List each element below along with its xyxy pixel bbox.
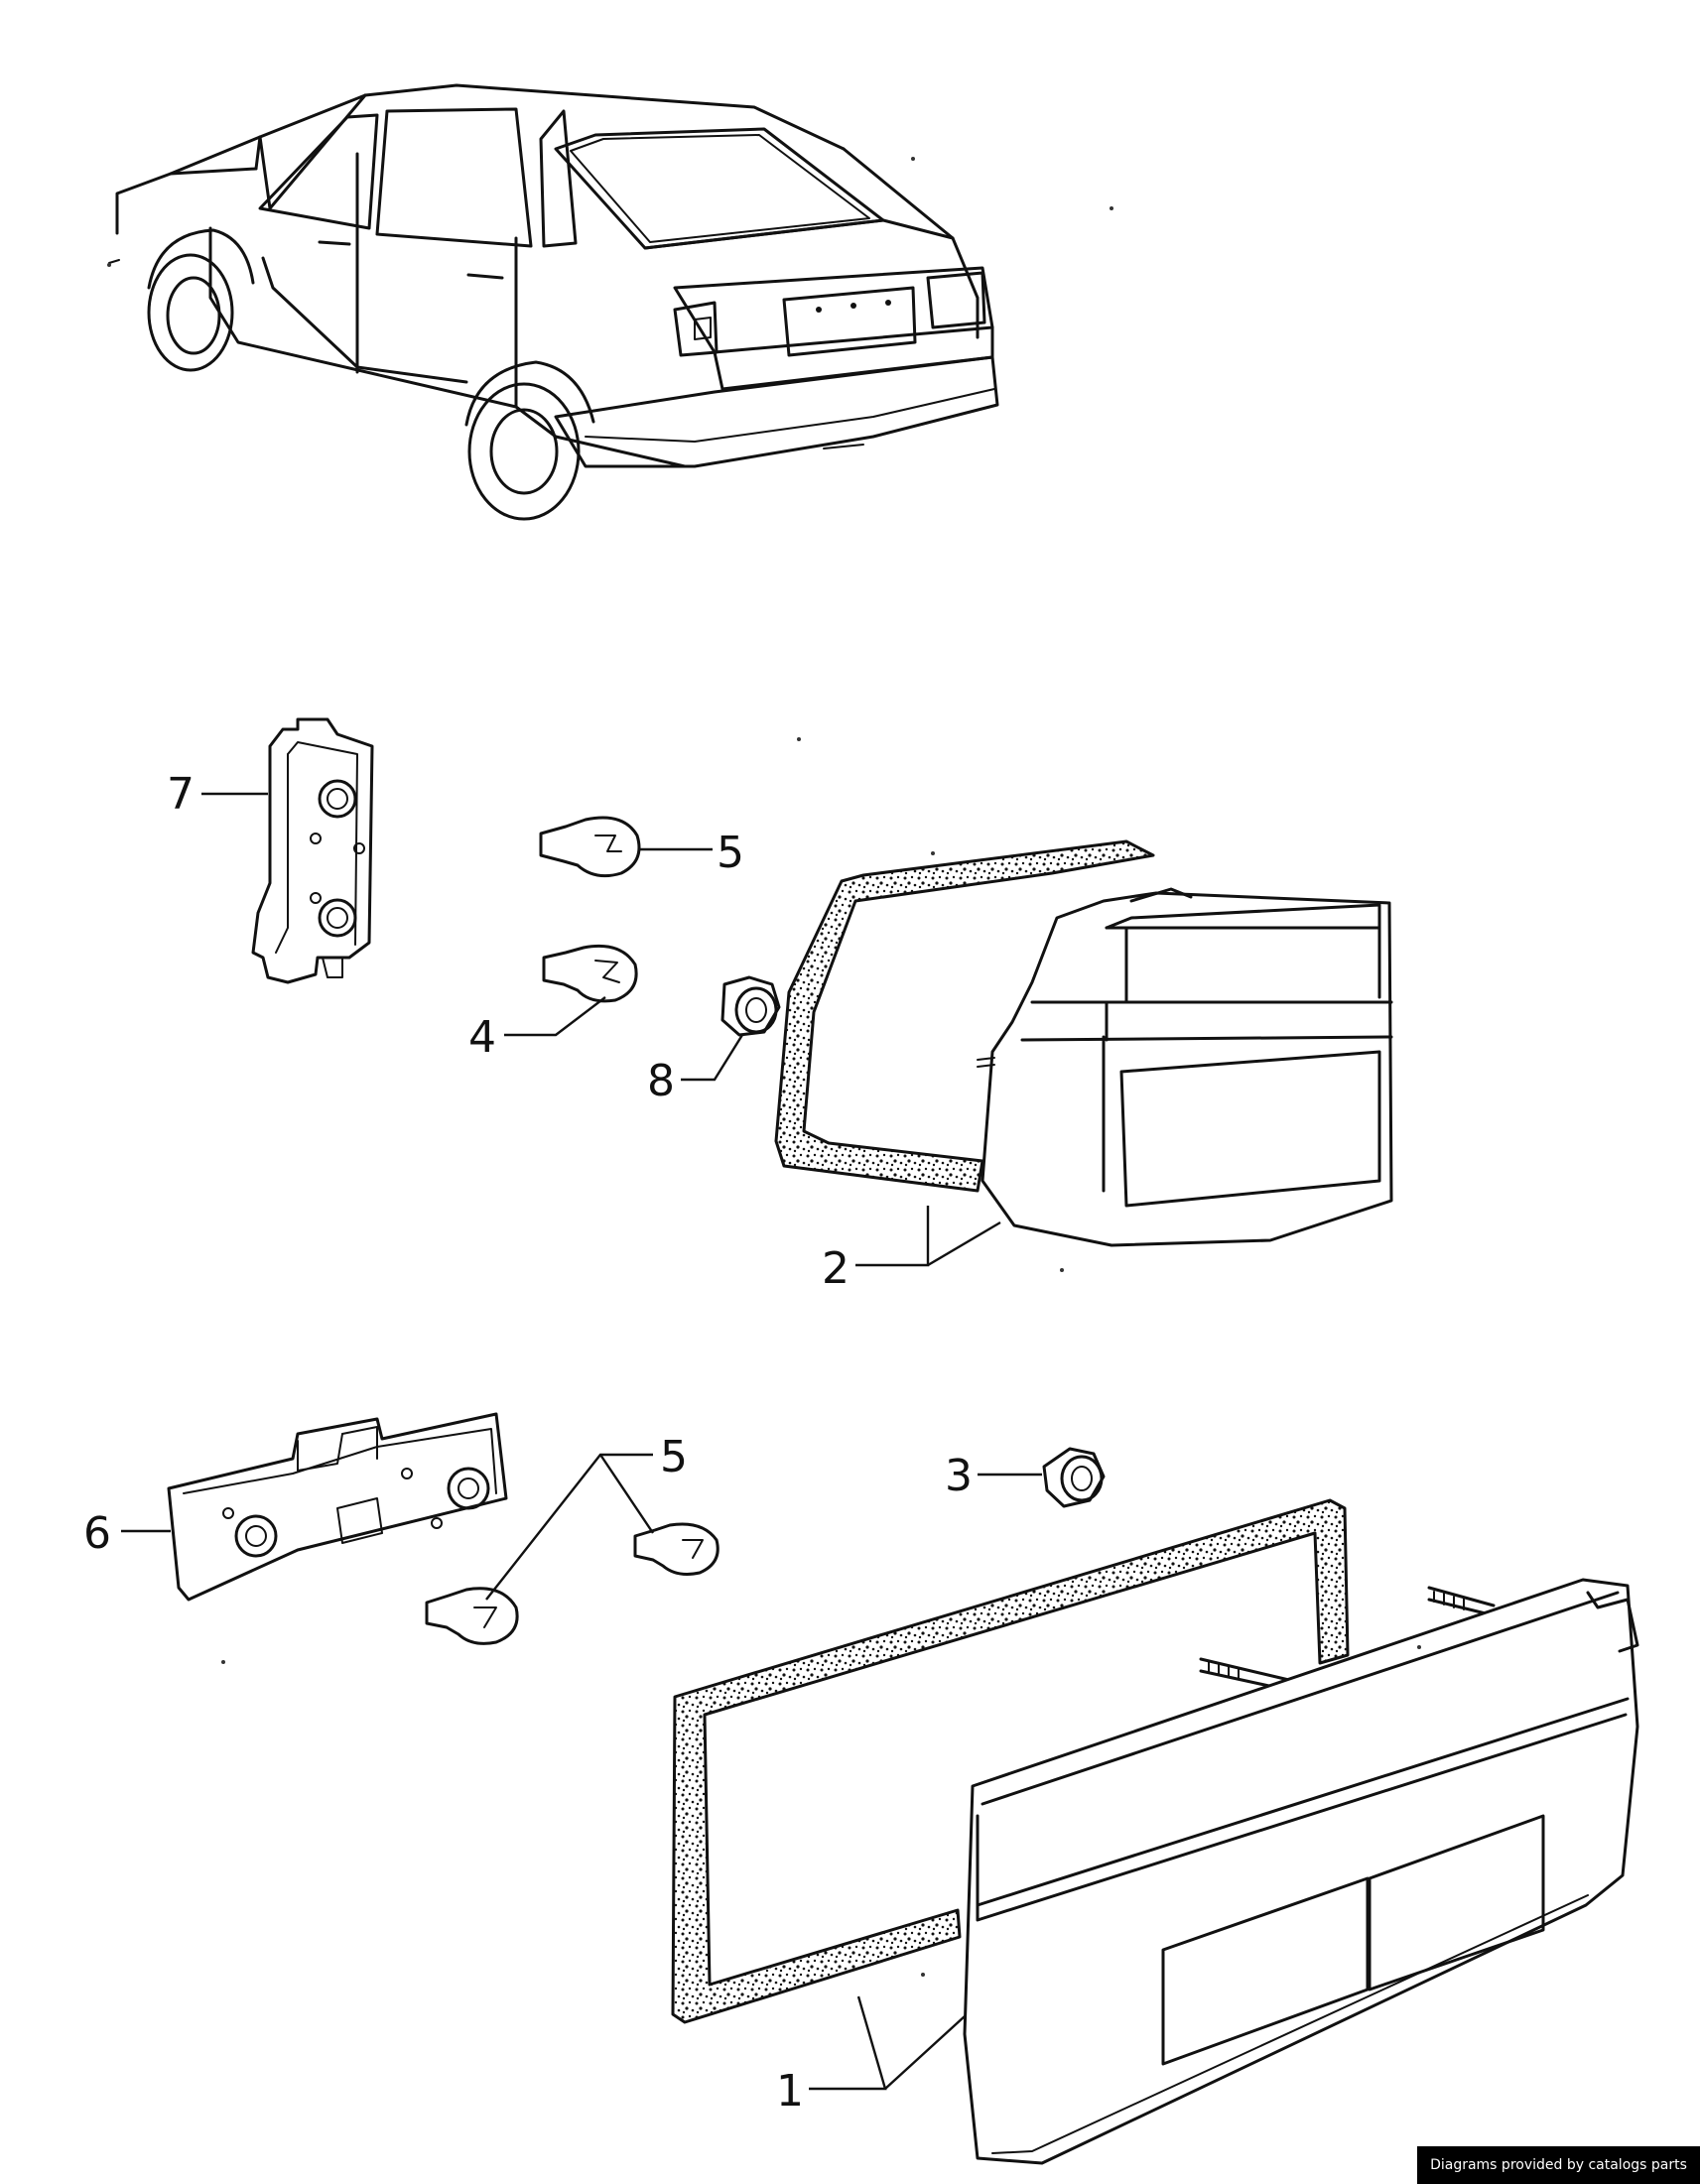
callout-6: 6 bbox=[83, 1508, 111, 1559]
callout-3: 3 bbox=[945, 1451, 973, 1501]
callout-8: 8 bbox=[647, 1056, 675, 1106]
rear-light-part-1-gasket bbox=[671, 1498, 1350, 2024]
bulb-part-4 bbox=[542, 944, 638, 1003]
credit-banner: Diagrams provided by catalogs parts bbox=[1417, 2146, 1700, 2184]
nut-part-8 bbox=[720, 975, 781, 1037]
callout-2: 2 bbox=[822, 1243, 850, 1294]
nut-part-3 bbox=[1042, 1447, 1106, 1508]
rear-light-part-1-lens bbox=[963, 1578, 1639, 2165]
bulb-holder-upper-part-7 bbox=[251, 717, 374, 984]
callout-7: 7 bbox=[167, 769, 195, 820]
tail-light-part-2-gasket bbox=[774, 839, 1155, 1193]
callout-5-lower: 5 bbox=[660, 1432, 688, 1482]
bulb-part-5-upper bbox=[539, 816, 641, 878]
callout-5-upper: 5 bbox=[717, 828, 744, 878]
tail-light-part-2-lens bbox=[977, 887, 1393, 1247]
bulb-holder-lower-part-6 bbox=[167, 1412, 508, 1602]
car-rear-view-illustration bbox=[108, 83, 999, 521]
callout-4: 4 bbox=[468, 1012, 496, 1063]
callout-1: 1 bbox=[776, 2066, 804, 2117]
bulb-part-5-lower-b bbox=[425, 1587, 519, 1645]
bulb-part-5-lower-a bbox=[633, 1522, 719, 1576]
